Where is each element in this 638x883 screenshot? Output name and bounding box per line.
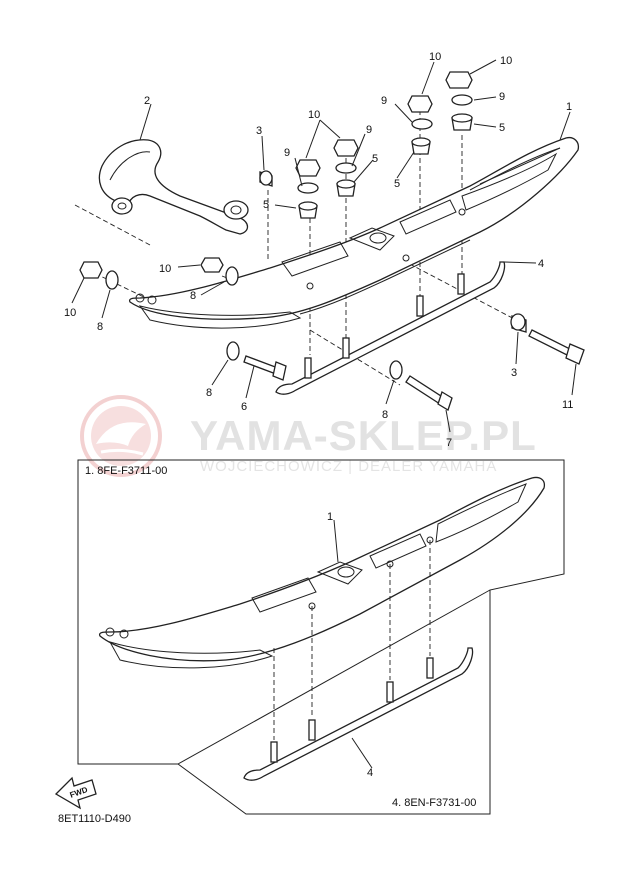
ski-assembly-box: 1. 8FE-F3711-00 4. 8EN-F3731-00 bbox=[77, 459, 565, 815]
fwd-arrow-icon: FWD bbox=[54, 776, 97, 810]
callout-8: 8 bbox=[190, 290, 196, 302]
box-label-runner: 4. 8EN-F3731-00 bbox=[392, 797, 476, 809]
callout-8: 8 bbox=[97, 321, 103, 333]
callout-2: 2 bbox=[144, 95, 150, 107]
callout-4: 4 bbox=[367, 767, 373, 779]
hardware-upper bbox=[79, 71, 585, 411]
runner-lower bbox=[243, 519, 474, 781]
callout-7: 7 bbox=[446, 437, 452, 449]
callout-10: 10 bbox=[308, 109, 320, 121]
callout-5: 5 bbox=[394, 178, 400, 190]
watermark: YAMA-SKLEP.PL WOJCIECHOWICZ | DEALER YAM… bbox=[80, 395, 537, 477]
callout-9: 9 bbox=[366, 124, 372, 136]
runner-upper bbox=[275, 261, 506, 395]
callout-4: 4 bbox=[538, 258, 544, 270]
callout-5: 5 bbox=[263, 199, 269, 211]
callout-10: 10 bbox=[159, 263, 171, 275]
callouts-lower: 1 4 bbox=[327, 511, 373, 779]
callout-11: 11 bbox=[562, 399, 573, 411]
callout-10: 10 bbox=[500, 55, 512, 67]
callout-3: 3 bbox=[256, 125, 262, 137]
watermark-logo bbox=[80, 395, 162, 477]
callout-9: 9 bbox=[381, 95, 387, 107]
callout-8: 8 bbox=[206, 387, 212, 399]
callout-10: 10 bbox=[429, 51, 441, 63]
callout-1: 1 bbox=[566, 101, 572, 113]
callout-1: 1 bbox=[327, 511, 333, 523]
watermark-subtitle: WOJCIECHOWICZ | DEALER YAMAHA bbox=[200, 458, 497, 475]
ski-body-upper bbox=[128, 136, 580, 329]
nut-icon bbox=[445, 71, 473, 89]
box-label-ski-assembly: 1. 8FE-F3711-00 bbox=[85, 465, 167, 477]
callout-5: 5 bbox=[499, 122, 505, 134]
callout-5: 5 bbox=[372, 153, 378, 165]
ski-body-lower bbox=[98, 476, 546, 669]
callout-6: 6 bbox=[241, 401, 247, 413]
leader-lines-upper bbox=[71, 59, 577, 433]
ski-handle bbox=[98, 139, 249, 235]
callout-10: 10 bbox=[64, 307, 76, 319]
callouts-upper: 10 10 9 9 5 1 2 10 9 3 9 5 5 5 10 8 10 8… bbox=[64, 51, 573, 449]
watermark-title: YAMA-SKLEP.PL bbox=[190, 412, 537, 459]
callout-8: 8 bbox=[382, 409, 388, 421]
callout-9: 9 bbox=[284, 147, 290, 159]
diagram-code: 8ET1110-D490 bbox=[58, 813, 131, 825]
callout-9: 9 bbox=[499, 91, 505, 103]
callout-3: 3 bbox=[511, 367, 517, 379]
